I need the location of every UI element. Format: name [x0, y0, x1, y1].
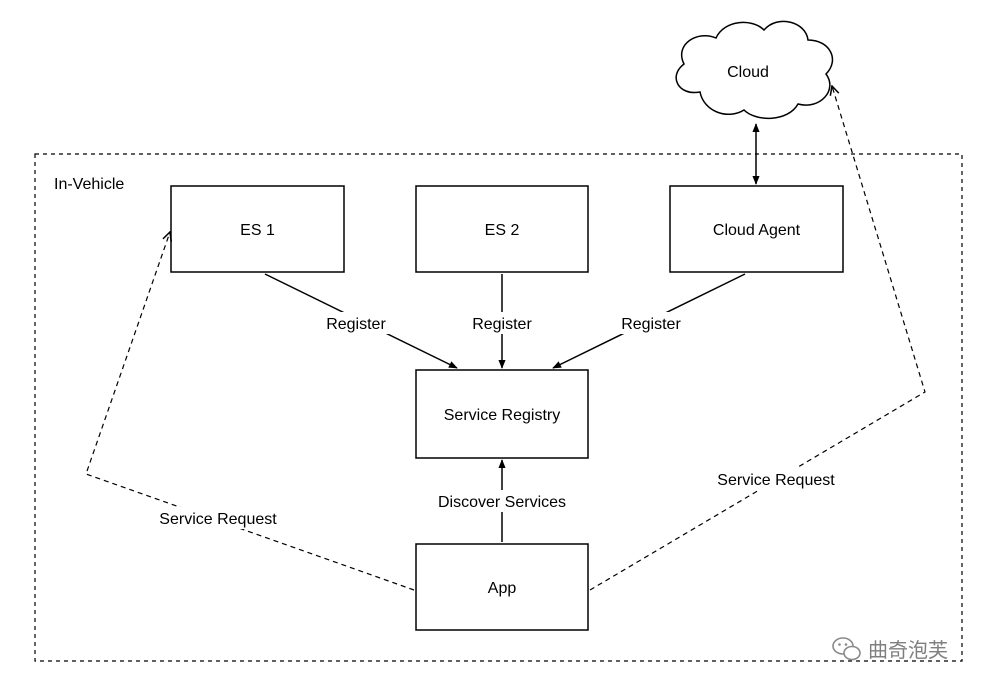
service-request-left-label: Service Request: [159, 511, 277, 528]
discover-services-label-bg: [428, 490, 576, 512]
es2-register-label-bg: [465, 312, 539, 334]
app-label: App: [488, 580, 517, 597]
in-vehicle-boundary: [34, 153, 963, 662]
cloud-node[interactable]: Cloud: [675, 20, 834, 120]
wechat-icon: [832, 637, 861, 661]
es2-label: ES 2: [485, 222, 520, 239]
cloud-label: Cloud: [727, 64, 769, 81]
es2-node[interactable]: ES 2: [415, 185, 589, 273]
app-box: [415, 543, 589, 631]
cloud-agent-register-label-bg: [614, 312, 688, 334]
app-node[interactable]: App: [415, 543, 589, 631]
es1-node[interactable]: ES 1: [170, 185, 345, 273]
cloud-shape: [675, 20, 834, 120]
service-request-left-arrow: [85, 232, 415, 591]
cloud-agent-box: [669, 185, 844, 273]
in-vehicle-label: In-Vehicle: [54, 176, 124, 193]
es2-box: [415, 185, 589, 273]
es1-register-label-bg: [320, 312, 392, 334]
service-request-left-label-bg: [150, 507, 286, 529]
service-request-right-label-bg: [708, 468, 844, 490]
watermark-text: 曲奇泡芙: [868, 638, 948, 662]
es1-register-label: Register: [326, 316, 386, 333]
service-request-right-arrow: [589, 86, 926, 591]
watermark: 曲奇泡芙: [832, 637, 948, 662]
cloud-agent-register-label: Register: [621, 316, 681, 333]
service-registry-node[interactable]: Service Registry: [415, 369, 589, 459]
cloud-agent-label: Cloud Agent: [713, 222, 801, 239]
es1-box: [170, 185, 345, 273]
service-registry-label: Service Registry: [444, 407, 560, 424]
discover-services-label: Discover Services: [438, 494, 566, 511]
service-request-right-label: Service Request: [717, 472, 835, 489]
cloud-agent-node[interactable]: Cloud Agent: [669, 185, 844, 273]
es2-register-label: Register: [472, 316, 532, 333]
service-registry-box: [415, 369, 589, 459]
es1-label: ES 1: [240, 222, 275, 239]
